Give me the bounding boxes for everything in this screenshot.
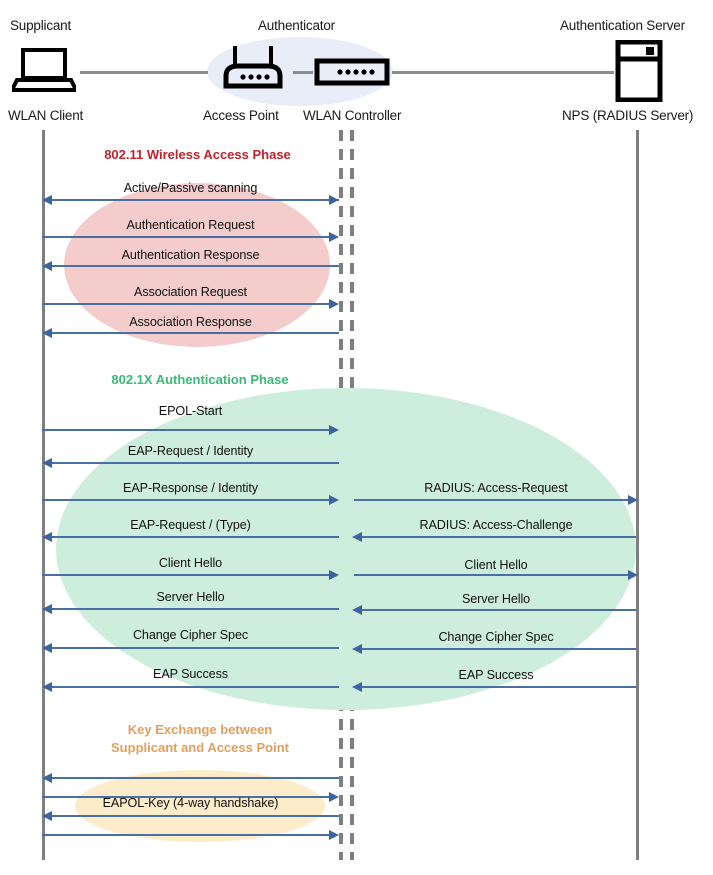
message-line <box>42 834 334 836</box>
message-line <box>358 648 636 650</box>
laptop-icon <box>8 48 80 97</box>
message-label: EAP-Response / Identity <box>123 481 258 495</box>
message-line <box>42 429 334 431</box>
actor-name-wlan-client: WLAN Client <box>8 108 84 123</box>
message-label: EAP Success <box>458 668 534 682</box>
message-line <box>358 609 636 611</box>
arrowhead-left <box>42 811 52 821</box>
message-label: RADIUS: Access-Challenge <box>419 518 573 532</box>
message-line <box>45 815 339 817</box>
arrowhead-right <box>329 792 339 802</box>
message-line <box>45 686 339 688</box>
arrowhead-left <box>42 643 52 653</box>
message-label: Association Request <box>134 285 247 299</box>
message-line <box>42 236 334 238</box>
arrowhead-left <box>42 682 52 692</box>
arrowhead-left <box>42 261 52 271</box>
arrowhead-left <box>352 532 362 542</box>
wire-client-to-ap <box>80 71 208 74</box>
arrowhead-right <box>329 299 339 309</box>
message-label: RADIUS: Access-Request <box>424 481 568 495</box>
arrowhead-right <box>628 495 638 505</box>
message-line <box>45 777 339 779</box>
message-line <box>45 199 339 201</box>
arrowhead-left <box>352 682 362 692</box>
message-line <box>42 574 334 576</box>
access-point-icon <box>218 44 288 99</box>
message-line <box>354 499 632 501</box>
actor-name-wlan-controller: WLAN Controller <box>303 108 402 123</box>
message-label: EAP-Request / Identity <box>127 444 254 458</box>
actor-role-supplicant: Supplicant <box>10 18 72 33</box>
phase-blob-dot1x <box>56 388 636 710</box>
message-label: Authentication Response <box>121 248 260 262</box>
arrowhead-left <box>352 605 362 615</box>
arrowhead-left <box>42 195 52 205</box>
message-label: Change Cipher Spec <box>132 628 249 642</box>
message-label: EAP Success <box>153 667 228 681</box>
arrowhead-right <box>329 570 339 580</box>
phase-title-key-exchange-line2: Supplicant and Access Point <box>111 740 289 755</box>
message-label: Change Cipher Spec <box>438 630 554 644</box>
wire-ap-to-controller <box>293 71 313 74</box>
lifeline-supplicant <box>42 130 45 860</box>
wire-controller-to-server <box>392 71 614 74</box>
message-label: Server Hello <box>461 592 531 606</box>
arrowhead-right <box>628 570 638 580</box>
message-line <box>42 796 334 798</box>
message-label: Authentication Request <box>126 218 255 232</box>
arrowhead-right <box>329 232 339 242</box>
message-line <box>45 608 339 610</box>
actor-name-nps-server: NPS (RADIUS Server) <box>562 108 694 123</box>
message-line <box>354 574 632 576</box>
message-line <box>42 303 334 305</box>
message-line <box>45 647 339 649</box>
phase-title-key-exchange-line1: Key Exchange between <box>127 722 273 737</box>
arrowhead-right <box>329 195 339 205</box>
arrowhead-right <box>329 495 339 505</box>
message-label: EPOL-Start <box>158 404 223 418</box>
message-line <box>45 462 339 464</box>
actor-role-authentication-server: Authentication Server <box>560 18 685 33</box>
arrowhead-left <box>352 644 362 654</box>
message-label: Client Hello <box>464 558 528 572</box>
server-icon <box>615 39 663 107</box>
wlan-controller-icon <box>314 58 390 91</box>
message-label: Active/Passive scanning <box>123 181 258 195</box>
message-label: Association Response <box>129 315 252 329</box>
message-line <box>358 536 636 538</box>
message-line <box>45 536 339 538</box>
message-label: Server Hello <box>156 590 225 604</box>
actor-role-authenticator: Authenticator <box>258 18 335 33</box>
phase-title-dot1x: 802.1X Authentication Phase <box>111 372 289 387</box>
message-line <box>358 686 636 688</box>
phase-title-wireless-access: 802.11 Wireless Access Phase <box>104 147 291 162</box>
arrowhead-left <box>42 604 52 614</box>
arrowhead-left <box>42 328 52 338</box>
arrowhead-left <box>42 458 52 468</box>
arrowhead-left <box>42 532 52 542</box>
message-line <box>45 332 339 334</box>
message-line <box>42 499 334 501</box>
message-label: Client Hello <box>158 556 223 570</box>
arrowhead-right <box>329 425 339 435</box>
phase-blob-key-exchange <box>75 770 325 842</box>
message-label: EAPOL-Key (4-way handshake) <box>102 796 279 810</box>
message-label: EAP-Request / (Type) <box>130 518 251 532</box>
arrowhead-left <box>42 773 52 783</box>
actor-name-access-point: Access Point <box>203 108 279 123</box>
arrowhead-right <box>329 830 339 840</box>
message-line <box>45 265 339 267</box>
